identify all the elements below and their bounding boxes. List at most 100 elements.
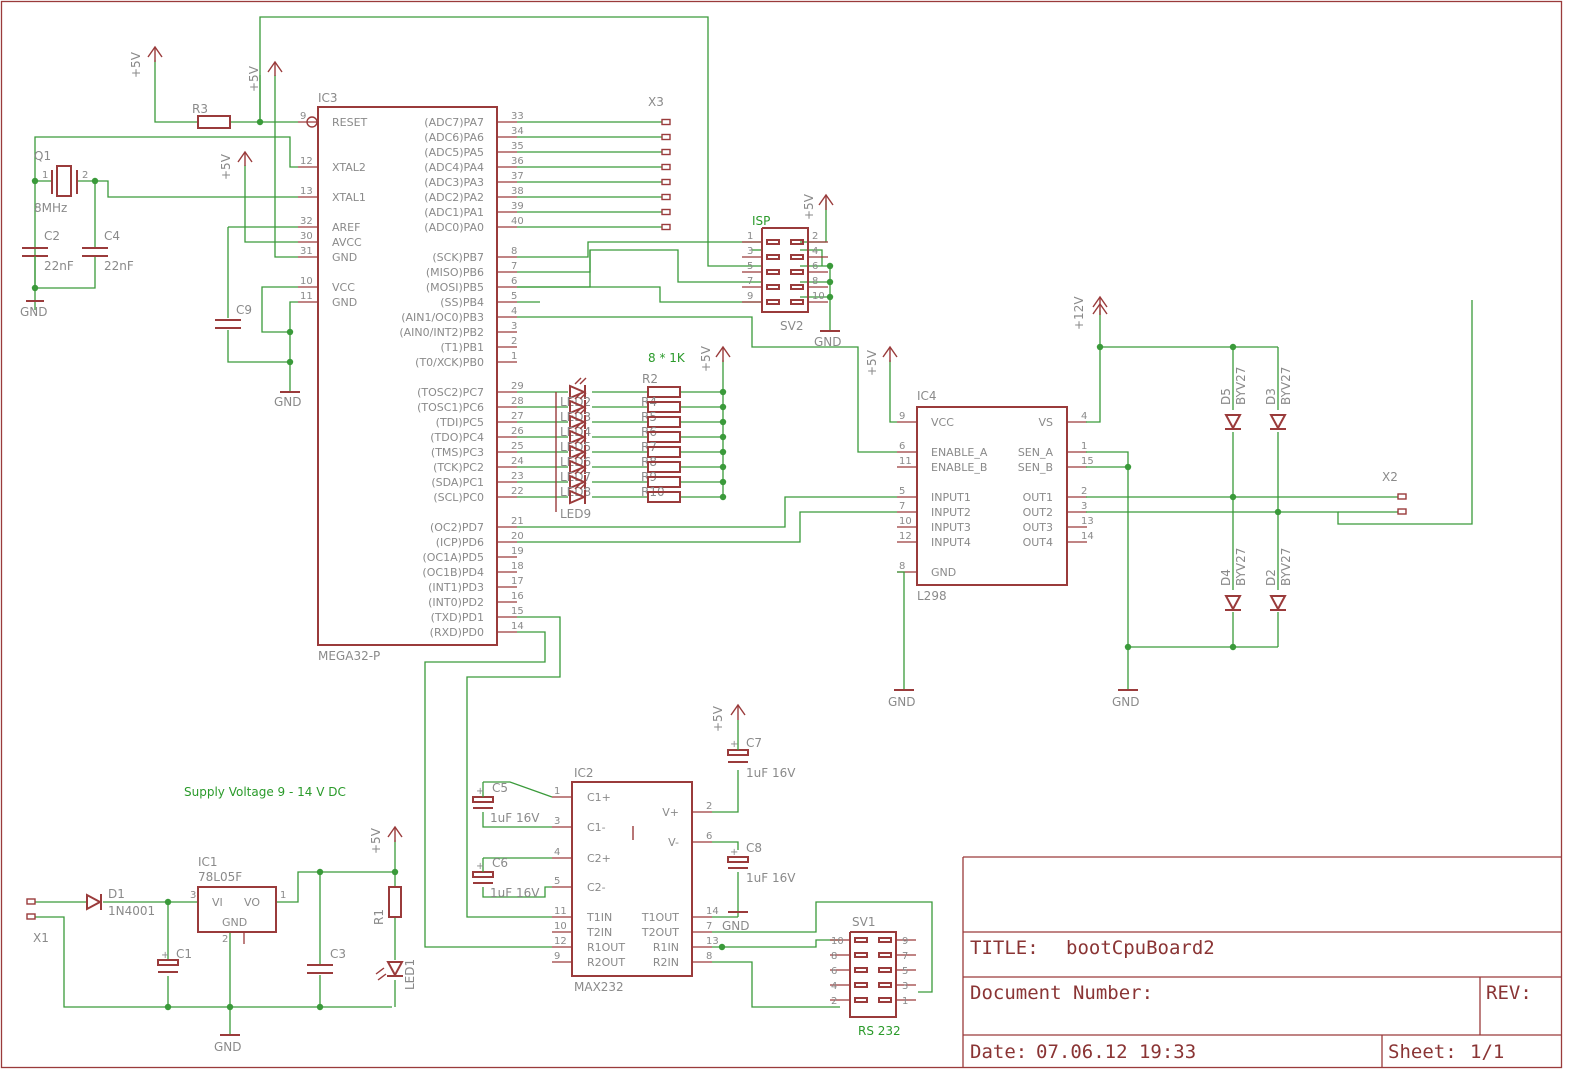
ic3-pin-name: (OC2)PD7 (430, 521, 484, 534)
svg-text:VO: VO (244, 896, 260, 909)
ic3-pin-name: AVCC (332, 236, 362, 249)
ic2-pin-name: C2+ (587, 852, 611, 865)
ic3-pin-name: (TDO)PC4 (430, 431, 484, 444)
c5-capacitor: + C5 1uF 16V (472, 781, 540, 825)
c3-capacitor: C3 (307, 947, 346, 974)
sv2-pin-num: 3 (747, 246, 753, 257)
ic3-pin-name: (INT0)PD2 (428, 596, 484, 609)
ic2-pin-name: C2- (587, 881, 606, 894)
ic3-pin-num: 24 (511, 456, 524, 467)
c9-capacitor: C9 (215, 303, 252, 329)
x3-pin (661, 208, 671, 216)
led-symbol (569, 429, 587, 445)
ic4-pin-num: 9 (899, 411, 905, 422)
sv2-pin-num: 1 (747, 231, 753, 242)
ic3-pin-name: (MOSI)PB5 (426, 281, 484, 294)
ic3-pin-name: (TOSC1)PC6 (417, 401, 484, 414)
svg-text:1uF 16V: 1uF 16V (746, 766, 796, 780)
x3-pin (661, 178, 671, 186)
ic3-pin-name: (OC1A)PD5 (422, 551, 484, 564)
ic3-pin-name: (RXD)PD0 (430, 626, 484, 639)
array-led-label: LED3 (560, 410, 591, 424)
c7-capacitor: + C7 1uF 16V (727, 720, 796, 780)
x3-pin (661, 148, 671, 156)
ic2-pin-name: R2OUT (587, 956, 625, 969)
ic3-pin-name: (SCL)PC0 (433, 491, 484, 504)
svg-text:+5V: +5V (219, 153, 233, 180)
svg-text:D1: D1 (108, 887, 125, 901)
ic2-ref: IC2 (574, 766, 594, 780)
ic4-pin-num: 10 (899, 516, 912, 527)
ic3-pin-num: 21 (511, 516, 524, 527)
ic3-pin-name: (ADC1)PA1 (424, 206, 484, 219)
array-resistor (647, 491, 681, 503)
ic3-pin-name: (ICP)PD6 (436, 536, 484, 549)
title-label: TITLE: (970, 937, 1039, 959)
svg-text:D3: D3 (1264, 388, 1278, 405)
p5v-isp: +5V (802, 193, 834, 220)
sv1-pin-num: 1 (902, 996, 908, 1007)
svg-text:C9: C9 (236, 303, 252, 317)
ic2-pin-num: 7 (706, 921, 712, 932)
ic3-pin-num: 26 (511, 426, 524, 437)
svg-text:22nF: 22nF (104, 259, 134, 273)
ic4-pin-name: INPUT2 (931, 506, 971, 519)
p5v-l298: +5V (865, 345, 898, 376)
p5v-max232: +5V (711, 703, 746, 732)
ic3-pin-num: 9 (300, 111, 306, 122)
ic4-pin-num: 13 (1081, 516, 1094, 527)
ic3-value: MEGA32-P (318, 649, 380, 663)
ic4-pin-num: 1 (1081, 441, 1087, 452)
x3-connector: X3 (648, 95, 671, 231)
ic2-pin-num: 13 (706, 936, 719, 947)
svg-text:R2: R2 (642, 372, 658, 386)
ic2-pin-num: 5 (554, 876, 560, 887)
p5v-leds: +5V (699, 345, 731, 372)
ic4-pin-name: INPUT1 (931, 491, 971, 504)
ic2-pin-num: 12 (554, 936, 567, 947)
sv2-pin-num: 9 (747, 291, 753, 302)
ic2-pin-name: T1OUT (641, 911, 679, 924)
ic3-pin-name: (INT1)PD3 (428, 581, 484, 594)
svg-text:X3: X3 (648, 95, 664, 109)
svg-text:D2: D2 (1264, 569, 1278, 586)
d2-diode: D2 BYV27 (1264, 548, 1293, 612)
ic2-pin-name: R1IN (653, 941, 679, 954)
x3-pin (661, 163, 671, 171)
ic4-pin-name: VS (1038, 416, 1053, 429)
sv2-pin-num: 10 (812, 291, 825, 302)
sv2-pin-num: 7 (747, 276, 753, 287)
ic3-pin-name: (MISO)PB6 (426, 266, 484, 279)
p5v-r3: +5V (129, 45, 163, 78)
svg-text:C7: C7 (746, 736, 762, 750)
x3-pin (661, 133, 671, 141)
ic4-pin-num: 6 (899, 441, 905, 452)
ic3-pin-name: RESET (332, 116, 368, 129)
ic3-pin-num: 23 (511, 471, 524, 482)
ic3-pin-num: 14 (511, 621, 524, 632)
svg-text:+5V: +5V (699, 345, 713, 372)
svg-text:+5V: +5V (711, 705, 725, 732)
svg-text:X1: X1 (33, 931, 49, 945)
q1-crystal: Q1 1 2 8MHz (34, 149, 88, 215)
svg-text:BYV27: BYV27 (1234, 367, 1248, 405)
svg-text:C3: C3 (330, 947, 346, 961)
svg-text:C6: C6 (492, 856, 508, 870)
svg-text:+: + (730, 847, 738, 858)
ic2-pin-name: C1- (587, 821, 606, 834)
svg-text:+5V: +5V (247, 65, 261, 92)
ic4-pin-name: OUT4 (1023, 536, 1053, 549)
ic3-pin-num: 38 (511, 186, 524, 197)
p5v-avcc: +5V (219, 150, 253, 180)
svg-text:Q1: Q1 (34, 149, 51, 163)
x2-connector: X2 (1382, 470, 1407, 515)
svg-text:1: 1 (42, 170, 48, 181)
ic3-ref: IC3 (318, 91, 338, 105)
ic3-pin-name: XTAL2 (332, 161, 366, 174)
array-led-label: LED7 (560, 470, 591, 484)
led-symbol (569, 489, 587, 505)
